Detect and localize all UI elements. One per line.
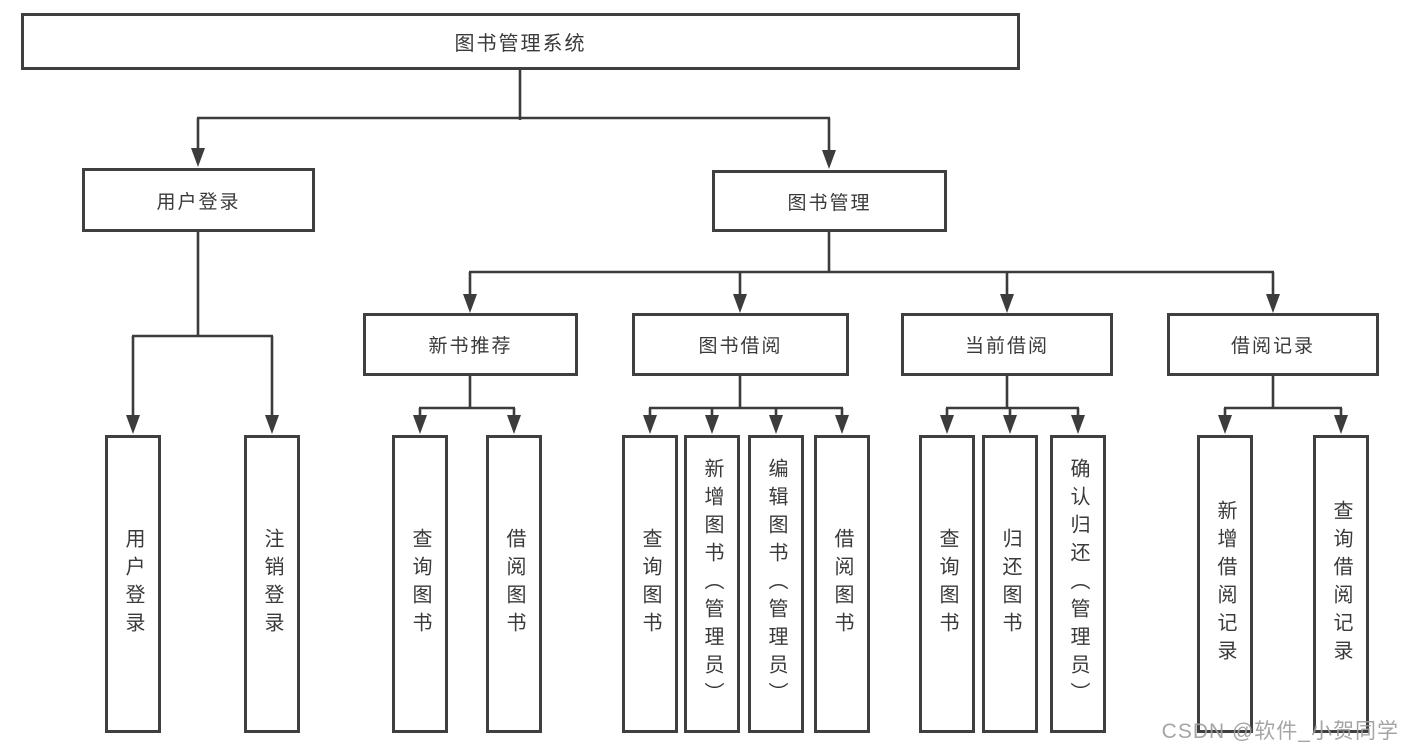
arrowhead <box>191 148 205 167</box>
node-label: 查询借阅记录 <box>1330 500 1352 668</box>
node-user-login: 用户登录 <box>82 168 315 232</box>
node-library-management-system: 图书管理系统 <box>21 13 1020 70</box>
arrowhead <box>1266 294 1280 313</box>
node-label: 注销登录 <box>261 528 283 640</box>
arrowhead <box>463 294 477 313</box>
arrowhead <box>1334 415 1348 434</box>
node-new-book-recommendation: 新书推荐 <box>363 313 578 376</box>
arrowhead <box>413 415 427 434</box>
node-label: 图书借阅 <box>698 336 783 357</box>
node-label: 借阅记录 <box>1230 336 1315 357</box>
node-label: 用户登录 <box>122 528 144 640</box>
node-label: 编辑图书（管理员） <box>765 458 787 710</box>
node-current-borrowing: 当前借阅 <box>901 313 1113 376</box>
node-label: 图书管理 <box>787 192 872 214</box>
node-label: 查询图书 <box>639 528 661 640</box>
node-borrowing-records: 借阅记录 <box>1167 313 1379 376</box>
arrowhead <box>769 415 783 434</box>
arrowhead <box>705 415 719 434</box>
arrowhead <box>507 415 521 434</box>
arrowhead <box>835 415 849 434</box>
arrowhead <box>822 150 836 169</box>
node-leaf-logout: 注销登录 <box>244 435 300 733</box>
node-leaf-add-borrow-record: 新增借阅记录 <box>1197 435 1253 733</box>
arrowhead <box>1071 415 1085 434</box>
node-label: 归还图书 <box>999 528 1021 640</box>
node-leaf-borrow-book: 借阅图书 <box>814 435 870 733</box>
node-label: 图书管理系统 <box>454 33 587 55</box>
csdn-watermark: CSDN @软件_小贺同学 <box>1161 720 1399 743</box>
node-leaf-borrow-book-recommend: 借阅图书 <box>486 435 542 733</box>
arrowhead <box>643 415 657 434</box>
arrowhead <box>1003 415 1017 434</box>
node-leaf-query-book-recommend: 查询图书 <box>392 435 448 733</box>
node-book-management: 图书管理 <box>712 170 947 232</box>
node-label: 新增借阅记录 <box>1214 500 1236 668</box>
node-label: 借阅图书 <box>503 528 525 640</box>
arrowhead <box>265 415 279 434</box>
node-book-borrowing: 图书借阅 <box>632 313 849 376</box>
node-leaf-query-borrow-record: 查询借阅记录 <box>1313 435 1369 733</box>
node-label: 借阅图书 <box>831 528 853 640</box>
node-leaf-confirm-return-admin: 确认归还（管理员） <box>1050 435 1106 733</box>
node-label: 查询图书 <box>409 528 431 640</box>
arrowhead <box>733 294 747 313</box>
node-leaf-add-book-admin: 新增图书（管理员） <box>684 435 740 733</box>
arrowhead <box>940 415 954 434</box>
connector-path <box>131 70 1343 419</box>
node-leaf-query-book-borrowing: 查询图书 <box>622 435 678 733</box>
node-leaf-query-book-current: 查询图书 <box>919 435 975 733</box>
node-label: 确认归还（管理员） <box>1067 458 1089 710</box>
node-leaf-edit-book-admin: 编辑图书（管理员） <box>748 435 804 733</box>
node-leaf-return-book: 归还图书 <box>982 435 1038 733</box>
node-label: 新增图书（管理员） <box>701 458 723 710</box>
node-label: 用户登录 <box>156 191 241 213</box>
arrowhead <box>126 415 140 434</box>
arrowhead <box>1000 294 1014 313</box>
node-leaf-user-login: 用户登录 <box>105 435 161 733</box>
node-label: 新书推荐 <box>428 336 513 357</box>
arrowhead <box>1218 415 1232 434</box>
node-label: 查询图书 <box>936 528 958 640</box>
node-label: 当前借阅 <box>964 336 1049 357</box>
